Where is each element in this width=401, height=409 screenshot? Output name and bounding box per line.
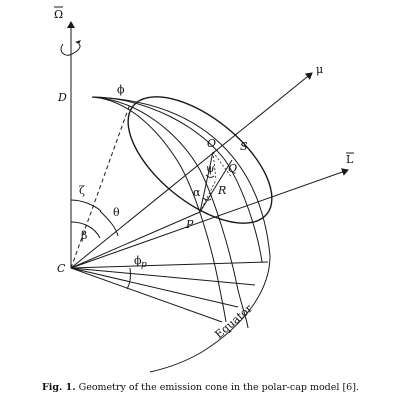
label-beta: β <box>81 229 87 242</box>
alpha-arc <box>202 197 212 201</box>
line-O-Q <box>212 151 233 179</box>
line-C-P <box>70 211 201 269</box>
label-P: P <box>185 218 194 231</box>
fan-line-4 <box>70 267 223 323</box>
caption-number: Fig. 1. <box>42 382 76 393</box>
theta-arc <box>99 210 119 237</box>
fan-line-2 <box>70 267 256 286</box>
equator-arc <box>91 96 271 373</box>
fan-line-1 <box>70 261 269 269</box>
label-Q: Q <box>228 162 237 175</box>
meridian-middle <box>91 96 227 323</box>
rotation-arrowhead-icon <box>75 40 81 44</box>
label-phi: ϕ <box>117 83 125 96</box>
label-D: D <box>57 91 67 104</box>
line-O-R <box>212 151 217 181</box>
emission-cone-ellipse <box>127 96 273 224</box>
zeta-arc <box>70 199 102 212</box>
psi-arc <box>205 174 215 178</box>
label-theta: θ <box>113 206 120 219</box>
label-alpha: α <box>193 186 201 199</box>
beta-arc <box>70 221 101 239</box>
dashed-radius <box>70 103 131 269</box>
line-P-S <box>199 159 233 213</box>
line-of-sight-L <box>70 168 349 269</box>
label-zeta: ζ <box>79 184 85 197</box>
label-psi: ψ <box>206 162 215 175</box>
fan-line-3 <box>70 267 239 308</box>
label-mu: μ <box>316 63 323 76</box>
line-P-R <box>199 179 217 213</box>
label-omega: Ω <box>54 8 63 21</box>
caption-text: Geometry of the emission cone in the pol… <box>78 382 359 393</box>
label-phi-p: ϕ <box>134 254 142 267</box>
label-C: C <box>57 262 66 275</box>
meridian-inner <box>91 96 263 263</box>
label-phi-p-sub: p <box>141 260 147 270</box>
meridian-outer <box>91 96 249 329</box>
label-S: S <box>240 140 248 153</box>
label-L: L <box>346 153 354 166</box>
figure-caption: Fig. 1. Geometry of the emission cone in… <box>0 382 401 393</box>
phi-p-arc <box>126 267 131 290</box>
label-R: R <box>217 184 226 197</box>
label-O: O <box>207 137 216 150</box>
rotation-arrow-icon <box>60 43 81 56</box>
magnetic-axis-mu <box>70 72 313 269</box>
line-P-O <box>199 151 214 213</box>
